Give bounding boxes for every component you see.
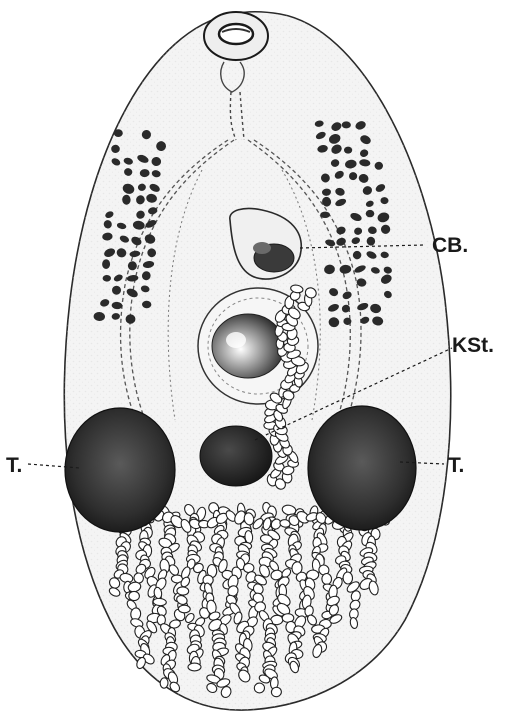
egg [177, 587, 189, 596]
vitelline-follicle [112, 286, 121, 295]
vitelline-follicle [114, 129, 123, 137]
egg [343, 572, 353, 584]
label-testis-left: T. [6, 454, 22, 477]
label-testis-right: T. [448, 454, 464, 477]
egg [129, 591, 140, 601]
label-cb: CB. [432, 234, 468, 257]
vitelline-follicle [366, 210, 375, 217]
egg [153, 598, 167, 606]
vitelline-follicle [344, 147, 352, 154]
egg [188, 663, 201, 671]
vitelline-follicle [320, 212, 330, 218]
testis-right [308, 406, 416, 530]
egg [254, 683, 264, 693]
egg [178, 605, 190, 613]
testis-left [65, 408, 175, 532]
egg [321, 573, 332, 585]
egg [160, 678, 169, 689]
ovary [200, 426, 272, 486]
oral-sucker [204, 12, 268, 60]
label-kst: KSt. [452, 334, 494, 357]
